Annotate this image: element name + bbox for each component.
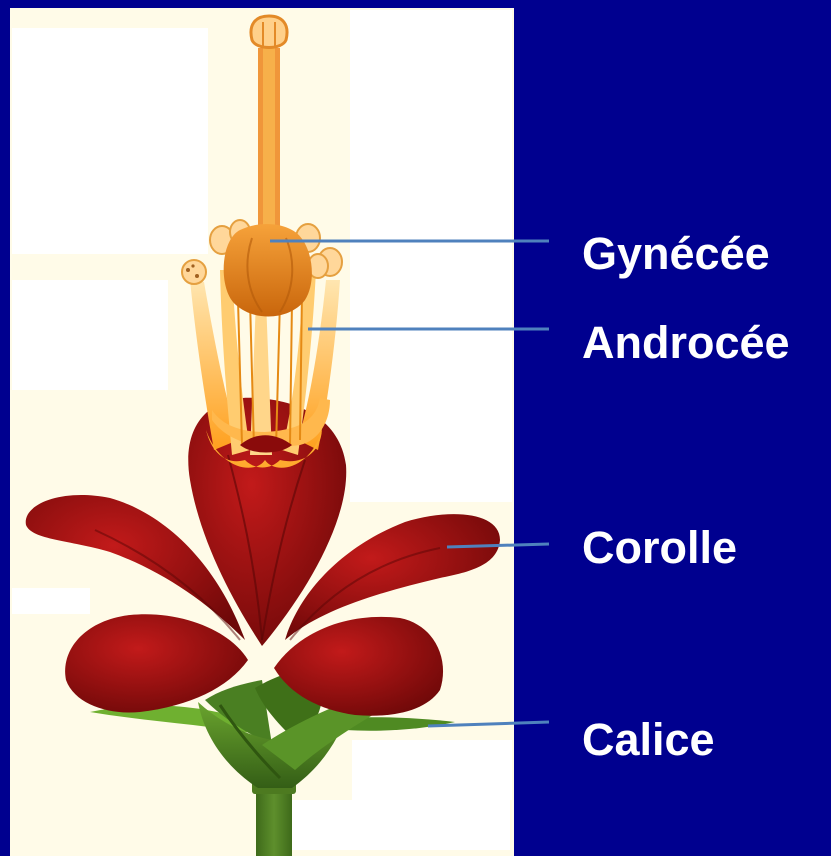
label-corolle: Corolle [582, 525, 737, 570]
left-border [0, 0, 10, 856]
stem [252, 780, 296, 856]
label-calice: Calice [582, 717, 715, 762]
label-androcee: Androcée [582, 320, 790, 365]
label-gynecee: Gynécée [582, 231, 770, 276]
